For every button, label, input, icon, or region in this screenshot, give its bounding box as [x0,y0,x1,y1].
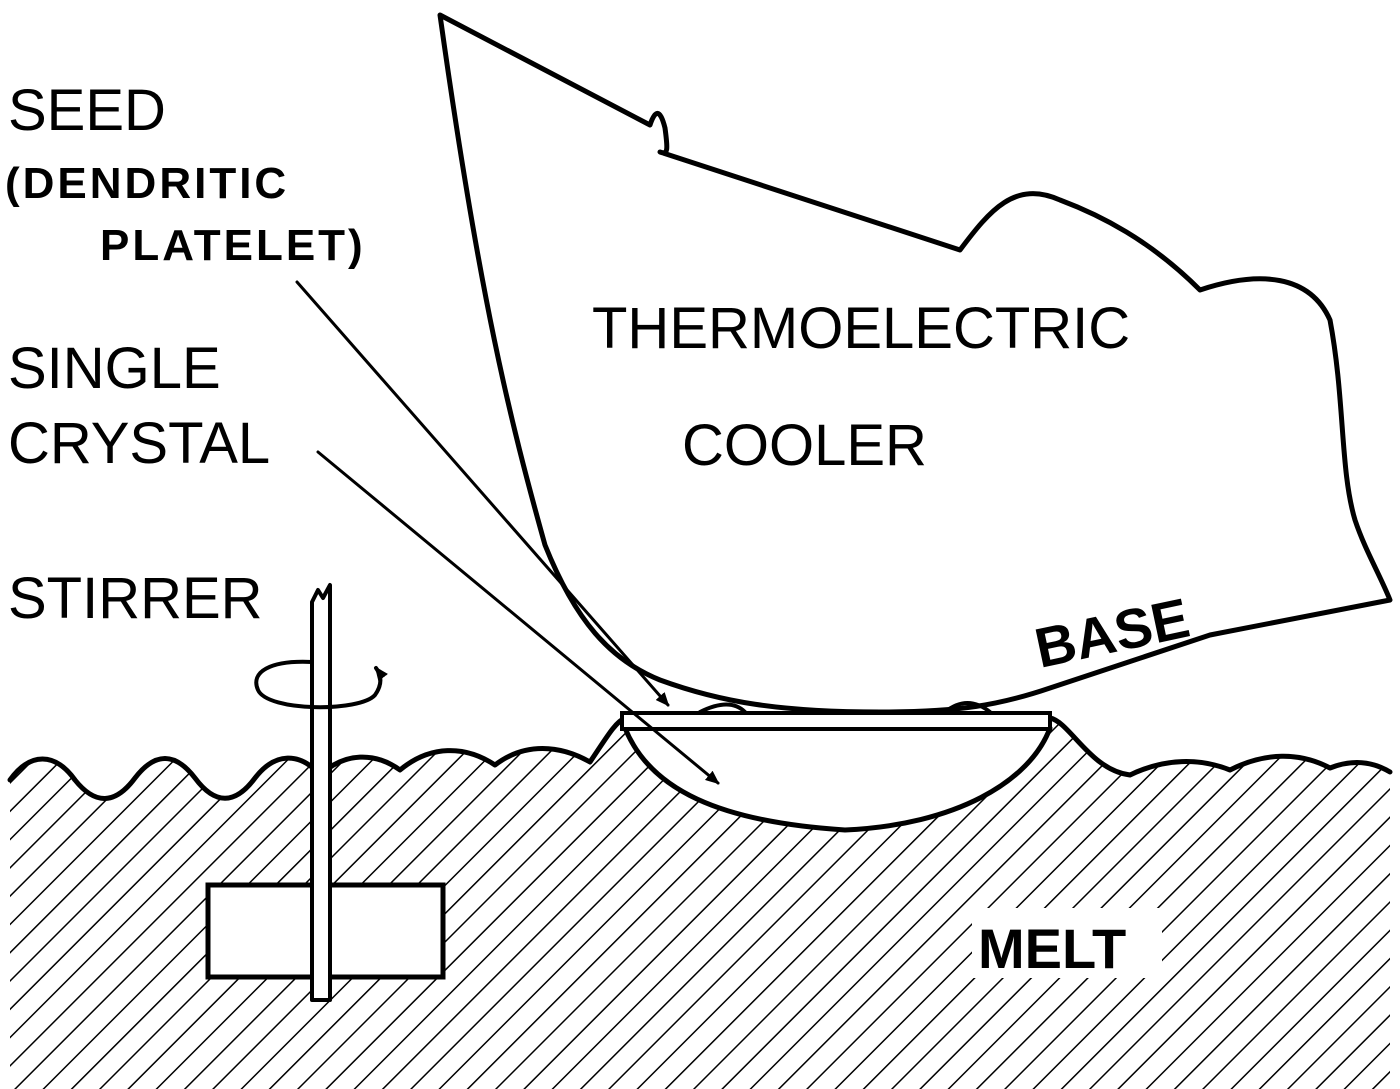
label-cooler-1: THERMOELECTRIC [592,296,1130,361]
cooler-foot-left [698,702,747,714]
seed-platelet [620,711,1052,731]
crystal-leader-arrow [316,450,720,785]
label-stirrer: STIRRER [8,566,263,631]
melt-surface-line-right [1047,715,1393,778]
label-crystal: CRYSTAL [8,411,270,476]
thermoelectric-cooler-body [437,12,1393,715]
label-seed-detail-1: (DENDRITIC [5,159,289,208]
label-melt: MELT [978,917,1126,980]
single-crystal-shape [622,725,1053,833]
stirrer-rod [310,583,332,1002]
label-single: SINGLE [8,336,221,401]
label-seed-detail-2: PLATELET) [100,221,366,270]
cooler-foot-right [943,701,992,714]
seed-leader-arrow [295,280,670,707]
label-seed: SEED [8,78,166,143]
label-cooler-2: COOLER [682,413,927,478]
melt-region [10,718,1390,1089]
melt-label-bg [972,908,1162,978]
rotation-arrow [254,659,388,710]
melt-surface-line [7,715,628,801]
